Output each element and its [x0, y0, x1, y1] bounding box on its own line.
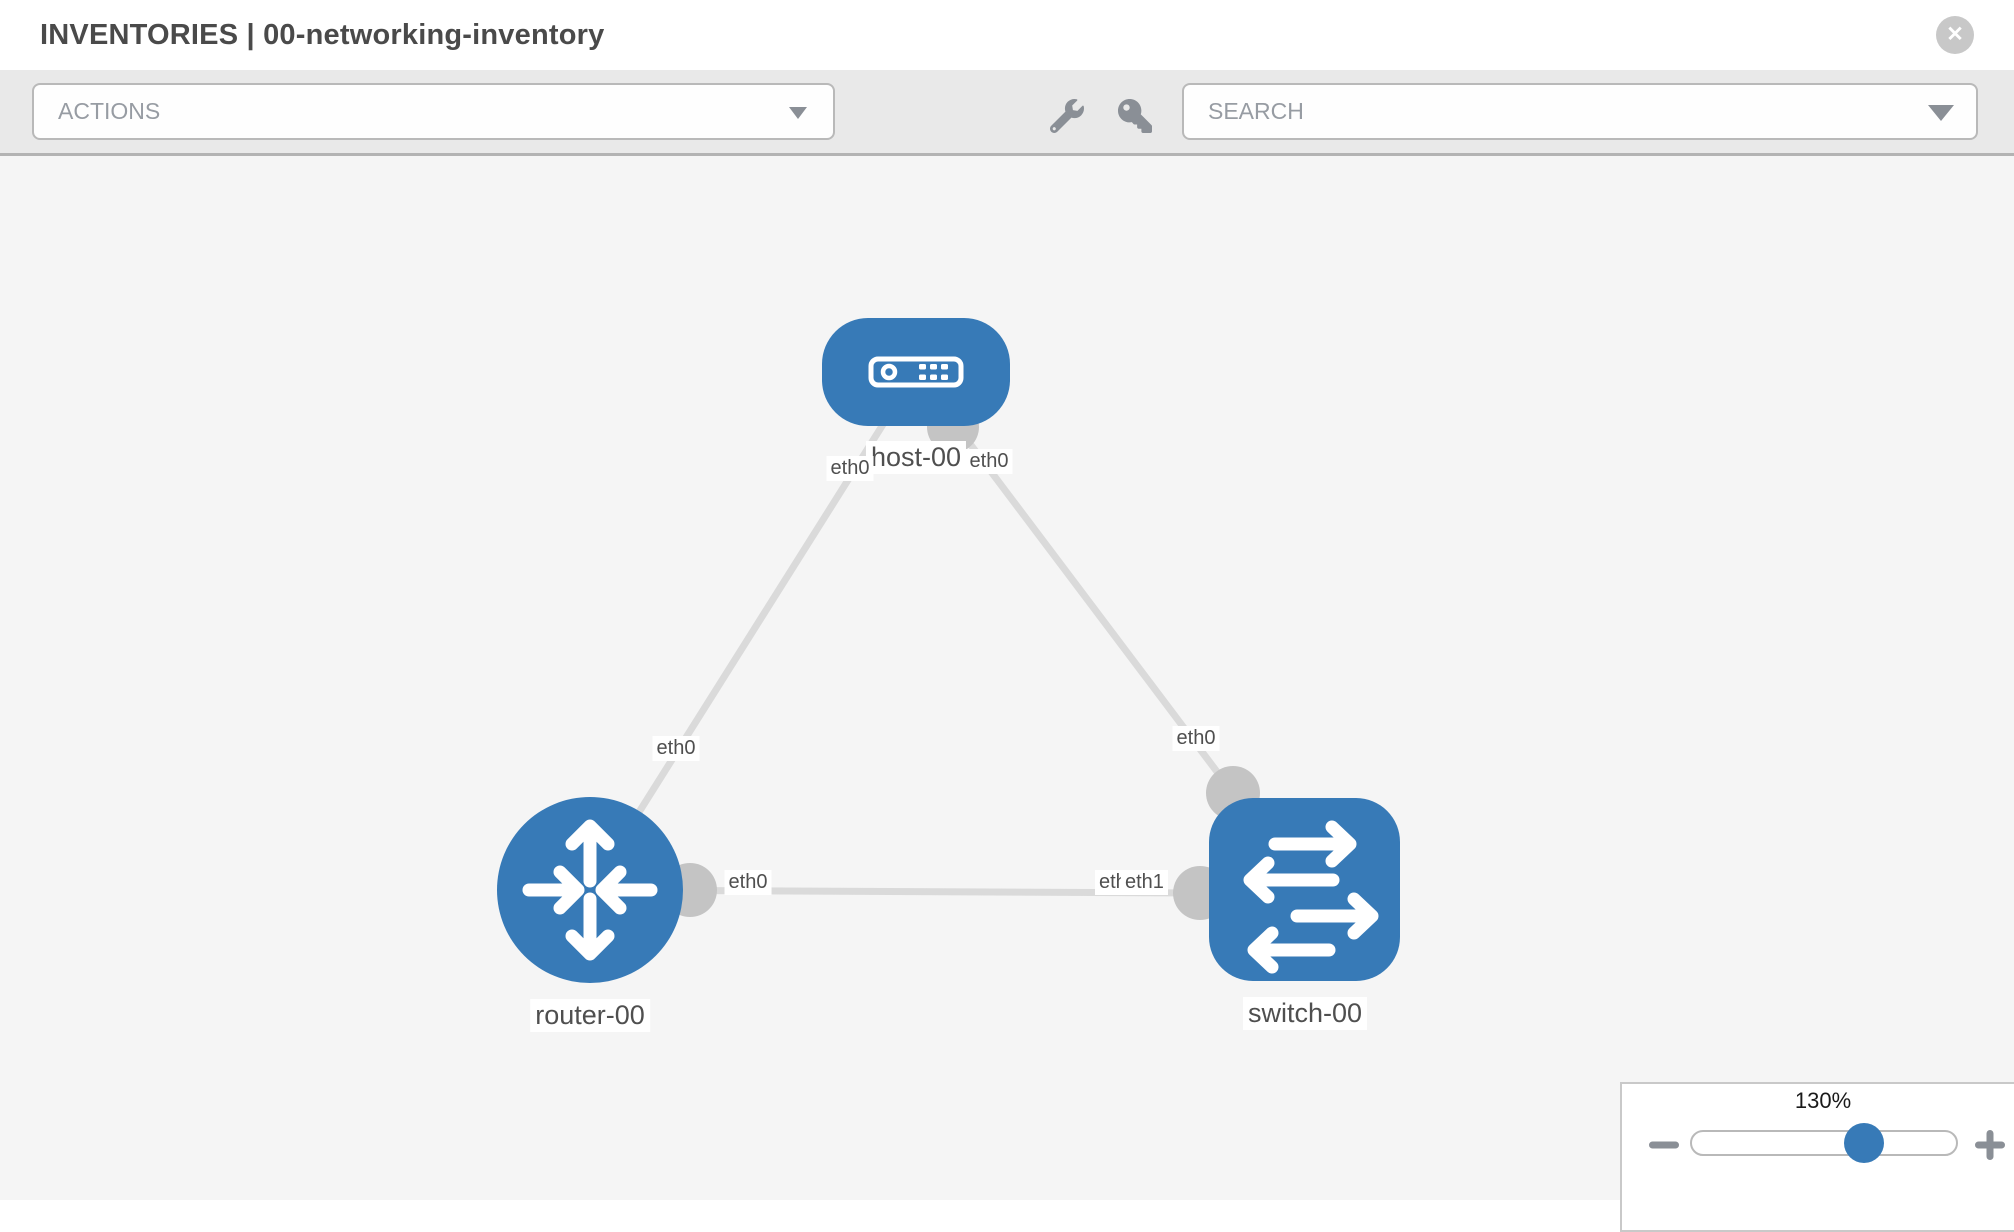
interface-label-switch-to-router-front: eth1 — [1121, 870, 1168, 895]
zoom-out-button[interactable] — [1646, 1131, 1682, 1159]
close-icon: ✕ — [1946, 23, 1964, 46]
node-host-00[interactable] — [822, 318, 1010, 426]
interface-label-router-to-switch: eth0 — [724, 870, 772, 895]
close-button[interactable]: ✕ — [1936, 16, 1974, 54]
interface-label-host-to-router: eth0 — [826, 456, 874, 481]
router-arrows-icon — [522, 819, 658, 961]
search-dropdown[interactable]: SEARCH — [1182, 83, 1978, 140]
minus-icon — [1649, 1141, 1679, 1149]
interface-label-switch-to-host: eth0 — [1172, 726, 1220, 751]
switch-arrows-icon — [1243, 820, 1379, 974]
actions-dropdown[interactable]: ACTIONS — [32, 83, 835, 140]
node-label-router: router-00 — [530, 999, 650, 1032]
credentials-button[interactable] — [1118, 99, 1152, 133]
page-title: INVENTORIES | 00-networking-inventory — [40, 19, 605, 51]
node-label-switch: switch-00 — [1242, 997, 1368, 1030]
toolbar: ACTIONS SEARCH — [0, 70, 2014, 156]
topology-edges-layer — [586, 368, 1260, 920]
header-bar: INVENTORIES | 00-networking-inventory ✕ — [0, 0, 2014, 71]
zoom-in-button[interactable] — [1972, 1127, 2008, 1163]
chevron-down-icon — [789, 107, 807, 119]
node-router-00[interactable] — [497, 797, 683, 983]
chevron-down-icon — [1928, 105, 1954, 121]
interface-label-router-to-host: eth0 — [652, 736, 700, 761]
zoom-slider-thumb[interactable] — [1844, 1123, 1884, 1163]
zoom-slider-track[interactable] — [1690, 1130, 1958, 1156]
plus-icon — [1975, 1130, 2005, 1160]
node-switch-00[interactable] — [1209, 798, 1400, 981]
zoom-level-value: 130% — [1794, 1088, 1852, 1113]
key-icon — [1118, 99, 1152, 133]
interface-label-host-to-switch: eth0 — [965, 449, 1013, 474]
actions-dropdown-label: ACTIONS — [58, 98, 161, 124]
tools-button[interactable] — [1049, 99, 1084, 134]
host-server-icon — [868, 356, 964, 388]
zoom-control-panel: 130% — [1620, 1082, 2014, 1232]
search-dropdown-label: SEARCH — [1208, 98, 1304, 124]
topology-canvas[interactable]: host-00 router-00 switch-00 eth0 eth0 et… — [0, 156, 2014, 1200]
node-label-host: host-00 — [865, 441, 967, 474]
wrench-icon — [1049, 99, 1084, 134]
